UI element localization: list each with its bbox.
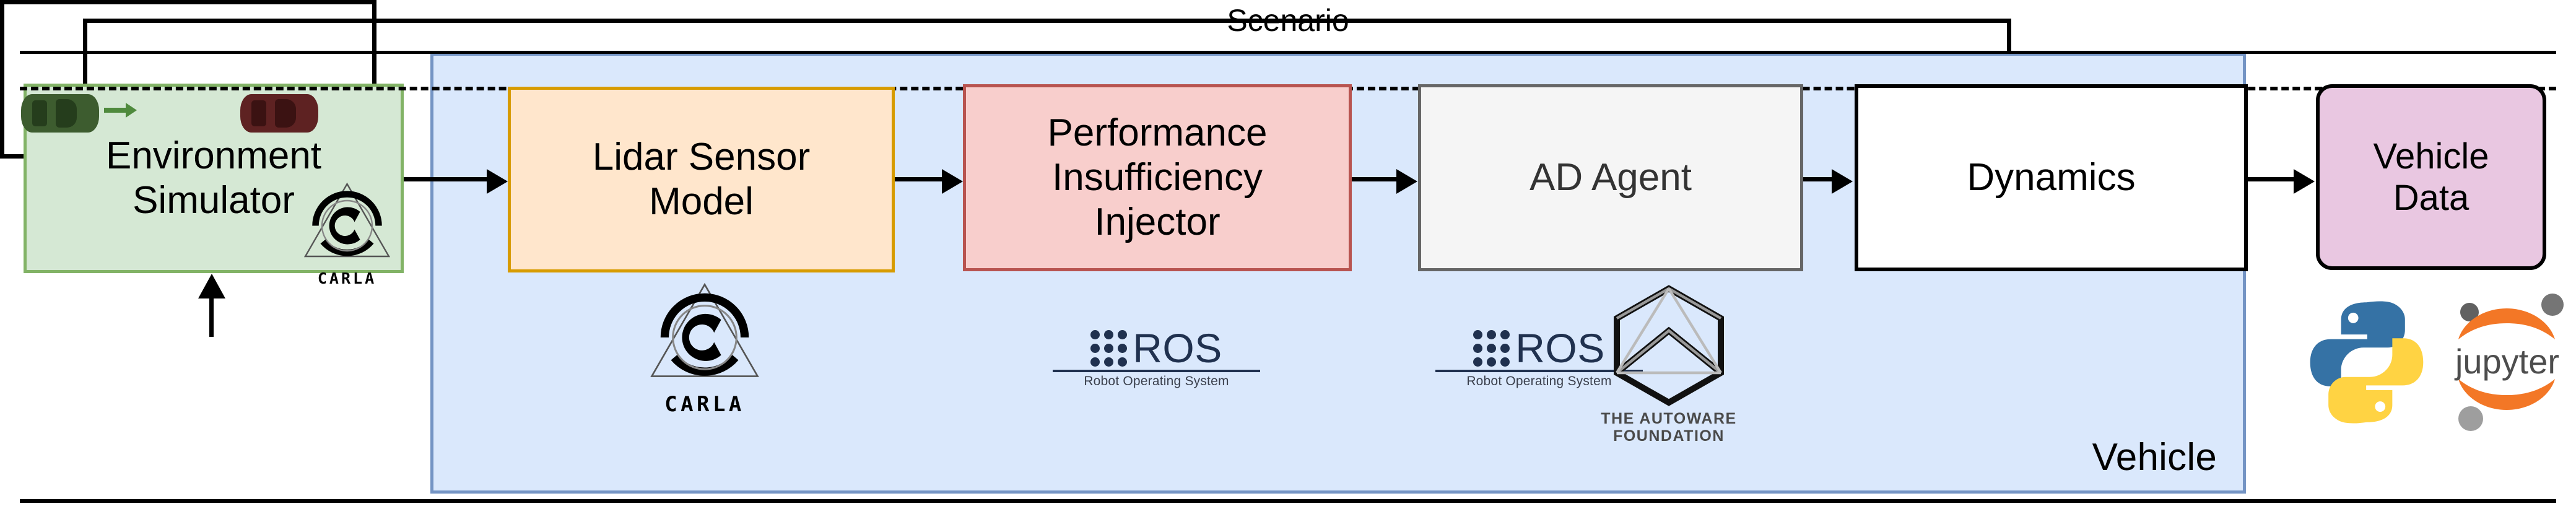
node-vehicle-data-line-2: Data	[2393, 178, 2469, 218]
carla-wordmark: CARLA	[317, 269, 377, 287]
node-injector-line-3: Injector	[1094, 200, 1221, 243]
injector-to-agent-line	[1352, 177, 1398, 181]
node-injector-line-2: Insufficiency	[1051, 156, 1263, 199]
env-to-lidar-line	[404, 177, 487, 181]
node-performance-insufficiency-injector[interactable]: Performance Insufficiency Injector	[963, 84, 1352, 271]
ros-rule-divider	[1435, 369, 1643, 372]
dynamics-to-vehicle-data-line	[2248, 177, 2296, 181]
node-environment-simulator-line-1: Environment	[105, 134, 322, 178]
node-ad-agent-label: AD Agent	[1530, 156, 1692, 199]
autoware-icon: THE AUTOWARE FOUNDATION	[1598, 284, 1740, 445]
node-lidar-sensor-model-line-1: Lidar Sensor	[592, 136, 811, 179]
ros-dot-grid-icon	[1473, 329, 1510, 367]
node-vehicle-data[interactable]: Vehicle Data	[2316, 84, 2546, 270]
ros-mark-icon: ROS	[1090, 325, 1222, 371]
carla-wordmark: CARLA	[664, 392, 745, 417]
road-edge-bottom	[20, 499, 2556, 503]
node-ad-agent[interactable]: AD Agent	[1418, 84, 1803, 271]
node-dynamics[interactable]: Dynamics	[1855, 84, 2248, 271]
ros-wordmark: ROS	[1515, 325, 1605, 371]
ros-rule-divider	[1053, 369, 1260, 372]
ros-icon: ROS Robot Operating System	[1053, 325, 1260, 389]
target-vehicle-icon	[240, 94, 318, 133]
vehicle-group-label: Vehicle	[2092, 436, 2217, 479]
ego-motion-arrow-icon	[104, 103, 137, 118]
carla-mark-icon	[650, 282, 759, 377]
python-mark-icon	[2310, 301, 2424, 424]
scenario-to-env-line	[209, 298, 214, 337]
ros-icon: ROS Robot Operating System	[1435, 325, 1643, 389]
node-lidar-sensor-model-line-2: Model	[649, 180, 754, 223]
carla-mark-icon	[303, 182, 391, 258]
agent-to-dynamics-arrowhead-icon	[1832, 169, 1853, 194]
node-dynamics-label: Dynamics	[1967, 156, 2136, 199]
lidar-to-injector-line	[895, 177, 943, 181]
injector-to-agent-arrowhead-icon	[1396, 169, 1417, 194]
node-environment-simulator-line-2: Simulator	[133, 179, 295, 222]
ros-mark-icon: ROS	[1473, 325, 1605, 371]
carla-icon: CARLA	[637, 277, 773, 432]
ros-subtitle: Robot Operating System	[1466, 373, 1612, 388]
autoware-wordmark: THE AUTOWARE FOUNDATION	[1601, 410, 1736, 445]
ros-subtitle: Robot Operating System	[1084, 373, 1229, 388]
feedback-segment-across	[83, 19, 2011, 23]
node-vehicle-data-line-1: Vehicle	[2373, 136, 2489, 176]
jupyter-mark-icon	[2458, 294, 2564, 431]
autoware-wordmark-line-1: THE AUTOWARE	[1601, 410, 1737, 427]
ros-wordmark: ROS	[1133, 325, 1222, 371]
lidar-to-injector-arrowhead-icon	[942, 169, 963, 194]
python-icon	[2299, 294, 2435, 430]
scenario-to-env-arrowhead-icon	[198, 274, 225, 298]
autoware-wordmark-line-2: FOUNDATION	[1613, 427, 1725, 445]
ego-vehicle-icon	[21, 94, 99, 133]
node-lidar-sensor-model[interactable]: Lidar Sensor Model	[508, 87, 895, 272]
jupyter-icon: jupyter	[2442, 291, 2572, 433]
road-edge-top	[20, 51, 2556, 54]
ros-dot-grid-icon	[1090, 329, 1128, 367]
autoware-mark-icon	[1614, 285, 1724, 406]
agent-to-dynamics-line	[1803, 177, 1833, 181]
carla-icon: CARLA	[290, 178, 404, 293]
env-to-lidar-arrowhead-icon	[487, 169, 508, 194]
feedback-segment-down	[2007, 19, 2011, 76]
node-injector-line-1: Performance	[1047, 111, 1268, 155]
scenario-title: Scenario	[1227, 3, 1349, 38]
jupyter-wordmark: jupyter	[2455, 342, 2560, 381]
dynamics-to-vehicle-data-arrowhead-icon	[2294, 169, 2315, 194]
